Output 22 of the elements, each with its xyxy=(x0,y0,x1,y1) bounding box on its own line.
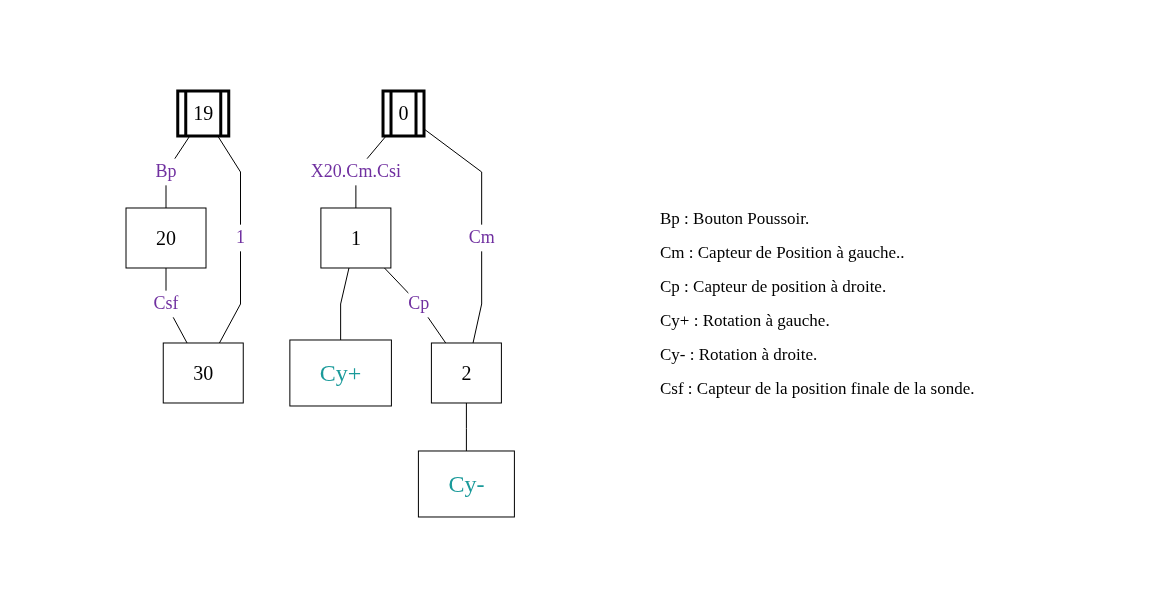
legend-note: Cm : Capteur de Position à gauche.. xyxy=(660,243,906,263)
legend-note: Cp : Capteur de position à droite. xyxy=(660,277,888,297)
node-box: Cy- xyxy=(417,450,515,518)
connector xyxy=(339,267,350,341)
legend-note: Cy- : Rotation à droite. xyxy=(660,345,819,365)
connector xyxy=(465,402,467,452)
legend-note: Cy+ : Rotation à gauche. xyxy=(660,311,831,331)
edge-label: Bp xyxy=(155,161,177,182)
edge-label: Csf xyxy=(153,293,179,314)
connector xyxy=(423,128,482,344)
node-box: 30 xyxy=(162,342,244,404)
node-box: 2 xyxy=(430,342,502,404)
edge-label: Cm xyxy=(468,227,495,248)
node-box: 20 xyxy=(125,207,207,269)
connector xyxy=(383,267,446,344)
node-box: Cy+ xyxy=(289,339,392,407)
legend-note: Bp : Bouton Poussoir. xyxy=(660,209,811,229)
edge-label: Cp xyxy=(408,293,430,314)
edge-label: 1 xyxy=(235,227,245,248)
legend-note: Csf : Capteur de la position finale de la sonde. xyxy=(660,379,976,399)
node-box: 1 xyxy=(320,207,392,269)
edge-label: X20.Cm.Csi xyxy=(310,161,401,182)
